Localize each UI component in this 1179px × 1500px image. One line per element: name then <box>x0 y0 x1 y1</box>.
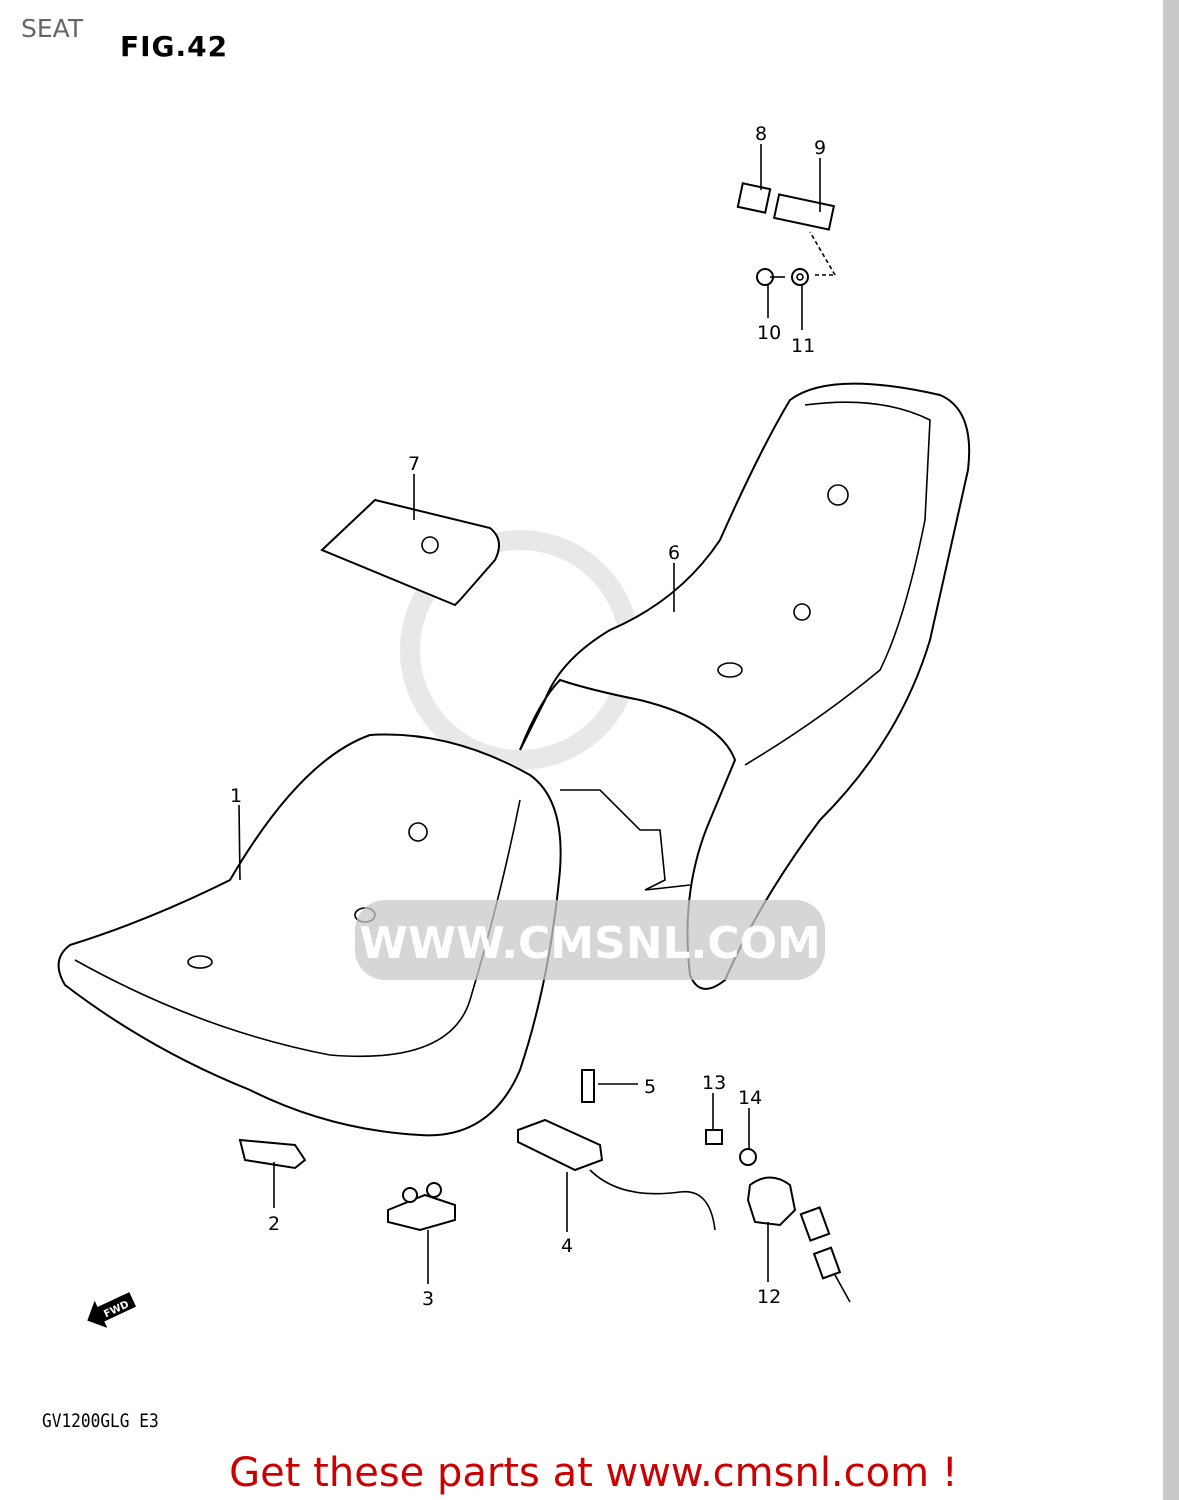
callout-10[interactable]: 10 <box>757 322 781 344</box>
watermark-banner: WWW.CMSNL.COM <box>355 900 825 980</box>
callout-12[interactable]: 12 <box>757 1286 781 1308</box>
callout-5[interactable]: 5 <box>644 1076 656 1098</box>
model-code: GV1200GLG E3 <box>42 1410 159 1432</box>
part-8-clip[interactable] <box>736 182 772 214</box>
callout-3[interactable]: 3 <box>422 1288 434 1310</box>
part-5-screw[interactable] <box>581 1069 595 1103</box>
callout-2[interactable]: 2 <box>268 1213 280 1235</box>
callout-7[interactable]: 7 <box>408 453 420 475</box>
callout-8[interactable]: 8 <box>755 123 767 145</box>
part-11-washer[interactable] <box>791 268 809 286</box>
callout-14[interactable]: 14 <box>738 1087 762 1109</box>
fwd-arrow-icon: FWD <box>87 1292 137 1328</box>
watermark-text: WWW.CMSNL.COM <box>359 918 821 969</box>
callout-4[interactable]: 4 <box>561 1235 573 1257</box>
section-title: SEAT <box>21 14 84 43</box>
part-13-bolt[interactable] <box>705 1129 723 1145</box>
leader-lines <box>238 144 821 1284</box>
part-12-lock-set[interactable] <box>746 1176 851 1303</box>
part-3-damper[interactable] <box>387 1182 456 1232</box>
right-border-strip <box>1163 0 1179 1500</box>
part-2-cushion[interactable] <box>238 1138 307 1170</box>
part-9-hook[interactable] <box>772 193 836 231</box>
callout-11[interactable]: 11 <box>791 335 815 357</box>
callout-6[interactable]: 6 <box>668 542 680 564</box>
part-4-latch-cable[interactable] <box>517 1118 716 1231</box>
part-7-bracket[interactable] <box>320 498 500 607</box>
promo-link[interactable]: Get these parts at www.cmsnl.com ! <box>229 1450 958 1496</box>
part-6-rear-seat[interactable] <box>519 382 971 990</box>
callout-9[interactable]: 9 <box>814 137 826 159</box>
figure-label: FIG.42 <box>120 30 229 63</box>
part-14-washer[interactable] <box>739 1148 757 1166</box>
callout-1[interactable]: 1 <box>230 785 242 807</box>
callout-13[interactable]: 13 <box>702 1072 726 1094</box>
